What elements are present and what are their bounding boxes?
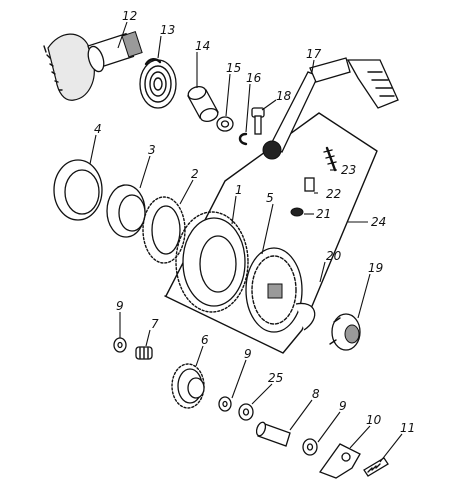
part-1-gear: [175, 211, 249, 313]
part-10-lever-arm: [318, 443, 361, 479]
label-16: 16: [246, 71, 262, 85]
label-24: 24: [371, 215, 386, 229]
label-7: 7: [151, 317, 159, 331]
label-15: 15: [226, 61, 241, 75]
part-9-washer-c: [302, 438, 318, 456]
label-2: 2: [191, 167, 199, 181]
part-19-cam: [329, 313, 361, 351]
label-9-a: 9: [116, 299, 124, 313]
label-23: 23: [341, 163, 356, 177]
label-4: 4: [94, 122, 102, 136]
part-20-ratchet-plate: [245, 247, 316, 333]
part-15-washer: [216, 116, 234, 132]
part-12-kick-shaft: [43, 31, 143, 101]
label-25: 25: [268, 371, 283, 385]
label-20: 20: [326, 249, 342, 263]
part-6-gear: [171, 363, 205, 409]
label-19: 19: [368, 261, 383, 275]
part-2-toothed-ring: [142, 196, 186, 264]
label-1: 1: [235, 183, 243, 197]
label-6: 6: [201, 333, 209, 347]
label-8: 8: [312, 387, 320, 401]
part-4-ring: [53, 159, 103, 221]
label-21: 21: [316, 207, 331, 221]
part-9-washer-a: [113, 337, 127, 353]
part-9-washer-b: [218, 396, 232, 412]
label-13: 13: [160, 23, 175, 37]
label-14: 14: [195, 39, 210, 53]
assembly-group-outline: [164, 112, 378, 354]
part-labels: 12 13 14 15 16 18 17 4 3 2 1 5 23 22 21 …: [94, 9, 415, 435]
part-18-bolt: [251, 107, 265, 135]
part-8-shaft: [255, 421, 291, 447]
leader-lines: [89, 21, 403, 463]
label-9-b: 9: [244, 347, 252, 361]
part-3-thick-ring: [106, 184, 146, 238]
label-5: 5: [266, 191, 274, 205]
label-3: 3: [148, 143, 156, 157]
part-7-needle-bearing: [135, 346, 153, 360]
part-21-ball: [290, 207, 304, 217]
label-18: 18: [276, 89, 292, 103]
part-11-screw: [363, 457, 389, 477]
part-23-spring-pin: [323, 146, 337, 172]
part-22-pin: [304, 177, 315, 192]
label-12: 12: [122, 9, 137, 23]
part-25-washer: [238, 403, 254, 421]
part-17-kick-lever: [262, 57, 399, 160]
label-10: 10: [366, 413, 382, 427]
label-9-c: 9: [339, 399, 347, 413]
label-11: 11: [400, 421, 415, 435]
part-14-bushing: [187, 86, 219, 122]
part-16-circlip: [238, 132, 248, 146]
part-13-spring: [139, 58, 177, 109]
label-17: 17: [306, 47, 322, 61]
label-22: 22: [326, 187, 341, 201]
